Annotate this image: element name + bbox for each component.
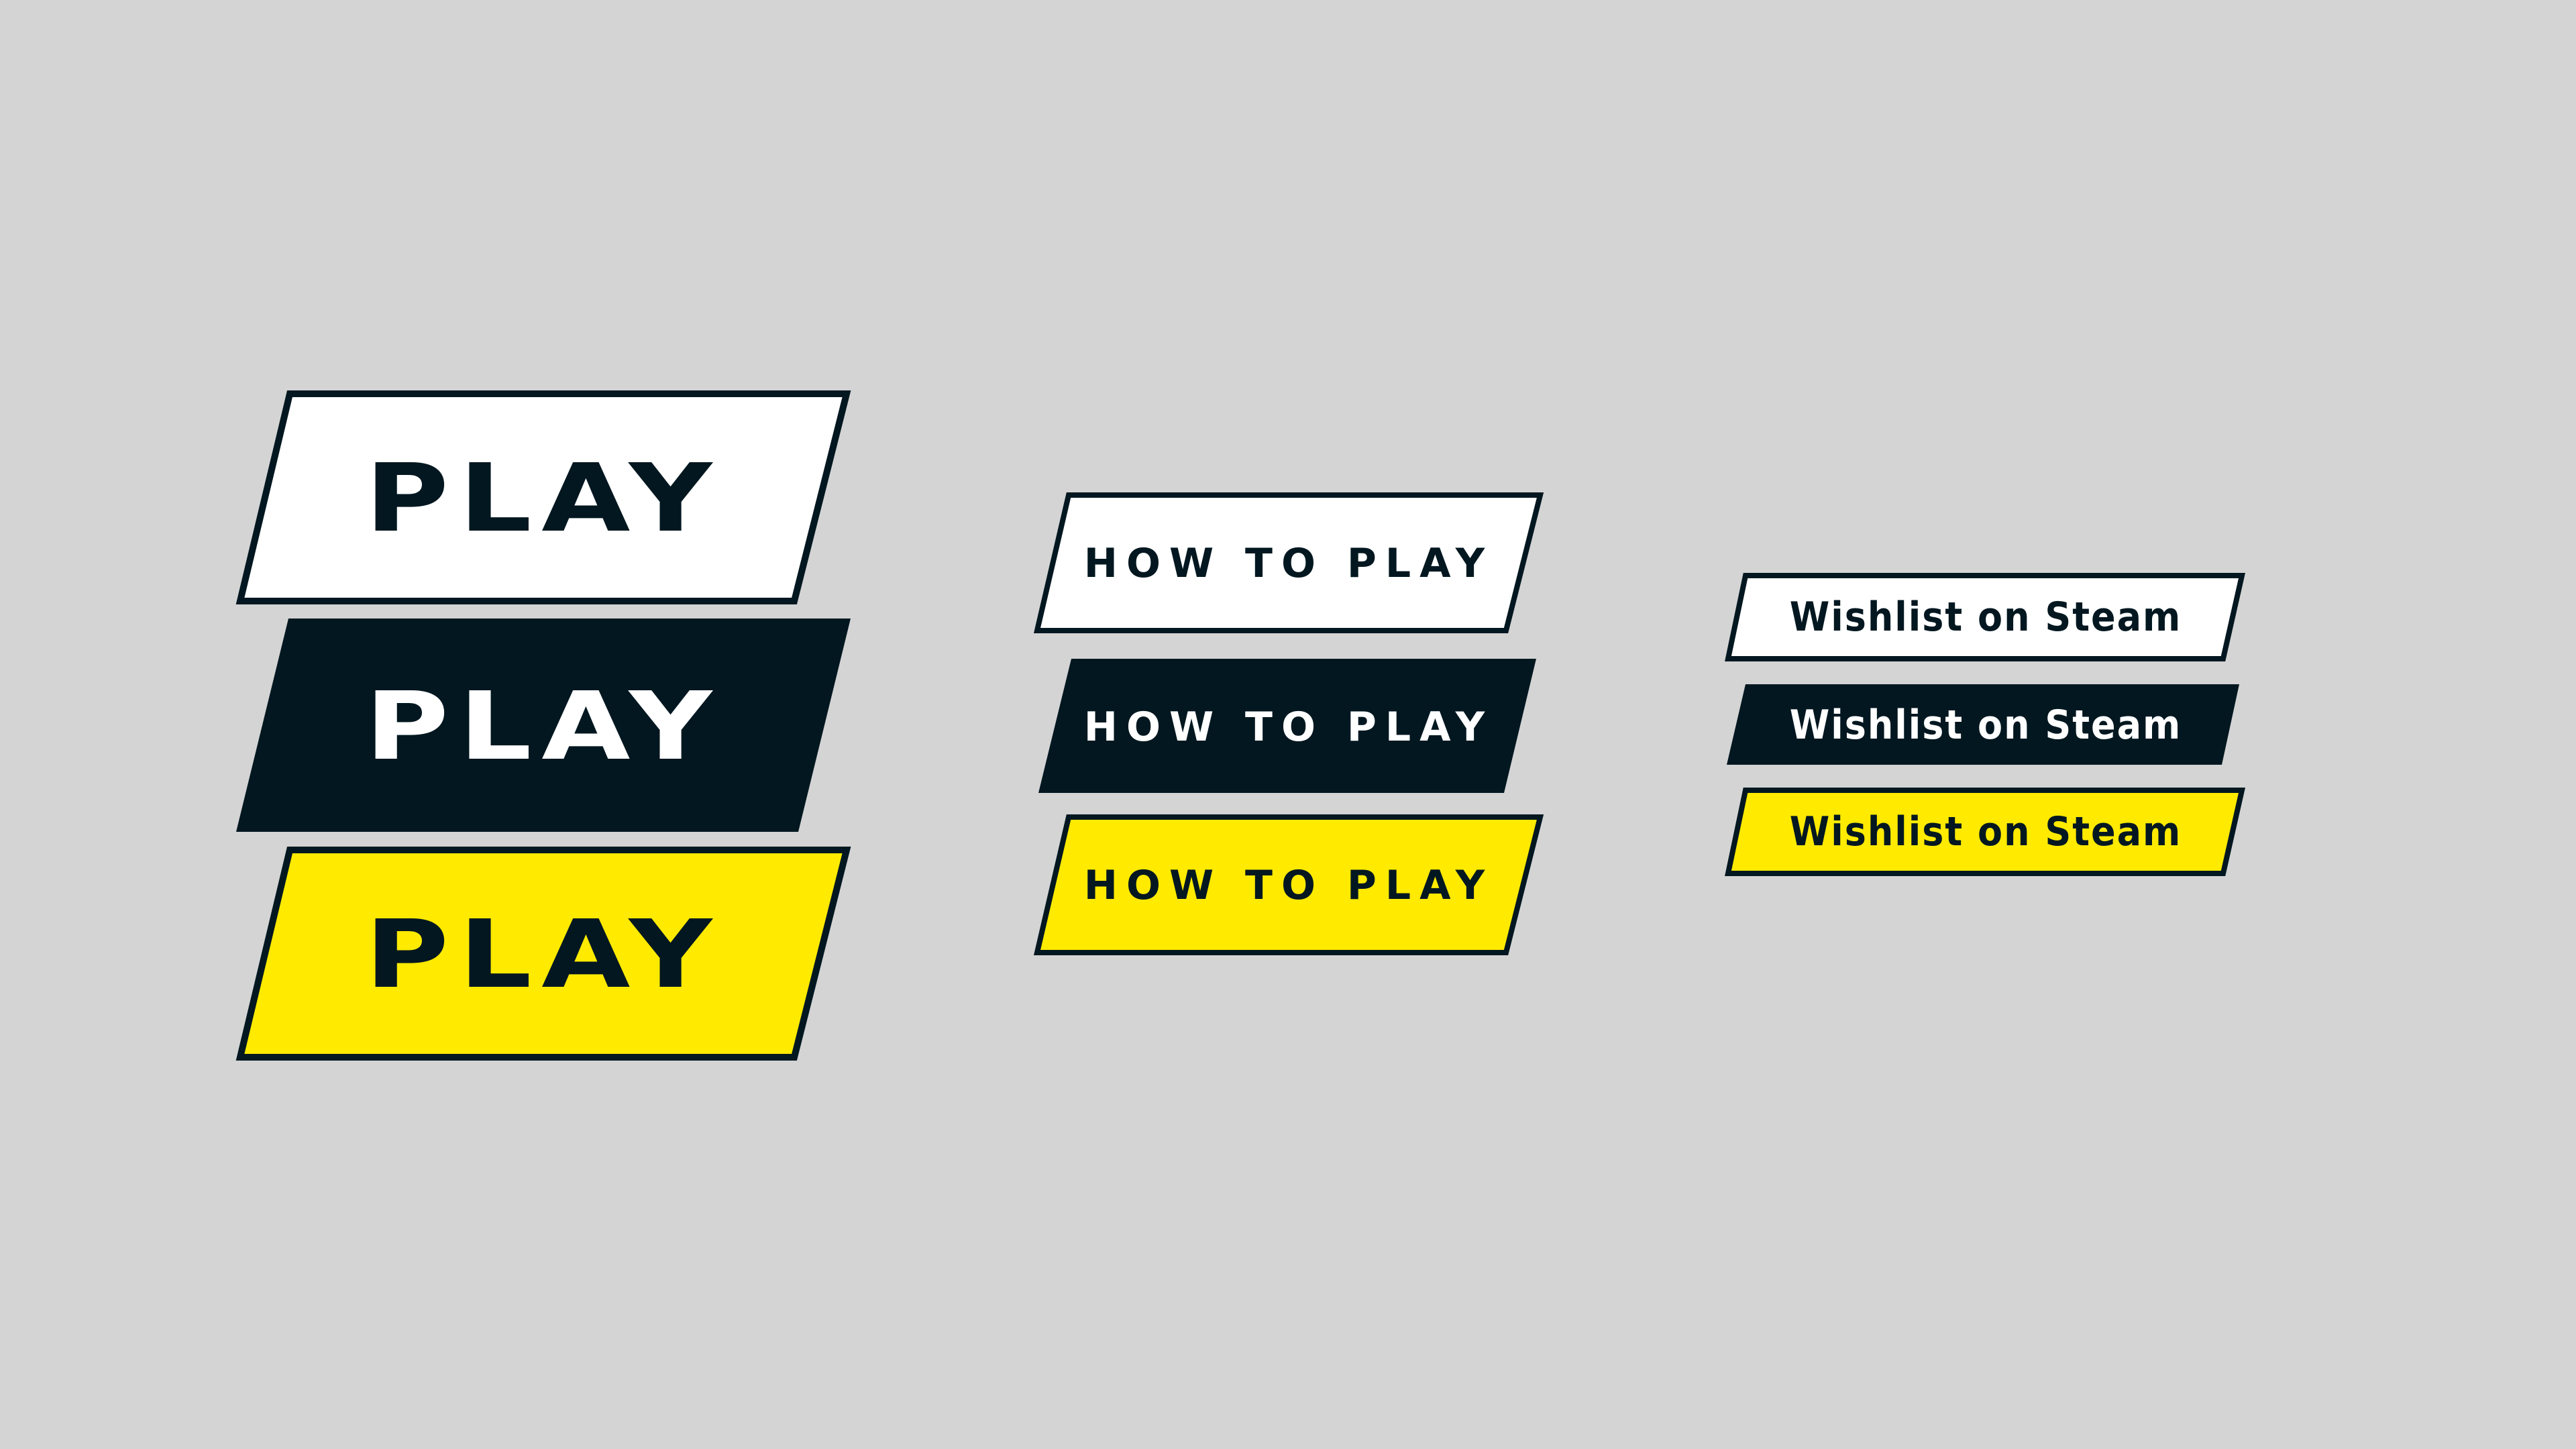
play-button-white[interactable]: PLAY — [235, 390, 852, 606]
wishlist-steam-button-yellow[interactable]: Wishlist on Steam — [1725, 788, 2246, 876]
wishlist-steam-button-white-shape — [1725, 573, 2246, 661]
wishlist-steam-button-dark[interactable]: Wishlist on Steam — [1725, 683, 2246, 771]
play-button-dark[interactable]: PLAY — [235, 619, 852, 835]
play-button-dark-label: PLAY — [364, 672, 722, 782]
how-to-play-button-yellow[interactable]: HOW TO PLAY — [1033, 814, 1544, 957]
play-button-white-label: PLAY — [364, 443, 722, 553]
how-to-play-button-white[interactable]: HOW TO PLAY — [1033, 492, 1544, 635]
wishlist-steam-button-white-label: Wishlist on Steam — [1789, 594, 2182, 641]
play-button-yellow-shape — [235, 847, 851, 1061]
wishlist-steam-button-dark-shape — [1727, 684, 2239, 765]
play-button-yellow[interactable]: PLAY — [235, 847, 852, 1063]
how-to-play-button-dark[interactable]: HOW TO PLAY — [1033, 656, 1544, 798]
how-to-play-button-yellow-label: HOW TO PLAY — [1083, 862, 1494, 909]
play-button-dark-shape — [236, 619, 851, 832]
wishlist-steam-button-dark-label: Wishlist on Steam — [1789, 702, 2182, 749]
wishlist-steam-button-yellow-label: Wishlist on Steam — [1789, 808, 2182, 855]
wishlist-steam-button-white[interactable]: Wishlist on Steam — [1725, 573, 2246, 661]
play-button-white-shape — [235, 390, 851, 604]
play-button-yellow-label: PLAY — [364, 900, 722, 1010]
how-to-play-button-white-label: HOW TO PLAY — [1083, 540, 1494, 587]
how-to-play-button-yellow-shape — [1033, 814, 1544, 955]
how-to-play-button-dark-label: HOW TO PLAY — [1083, 704, 1494, 751]
wishlist-steam-button-yellow-shape — [1725, 788, 2246, 876]
how-to-play-button-white-shape — [1033, 492, 1544, 633]
how-to-play-button-dark-shape — [1038, 659, 1536, 793]
